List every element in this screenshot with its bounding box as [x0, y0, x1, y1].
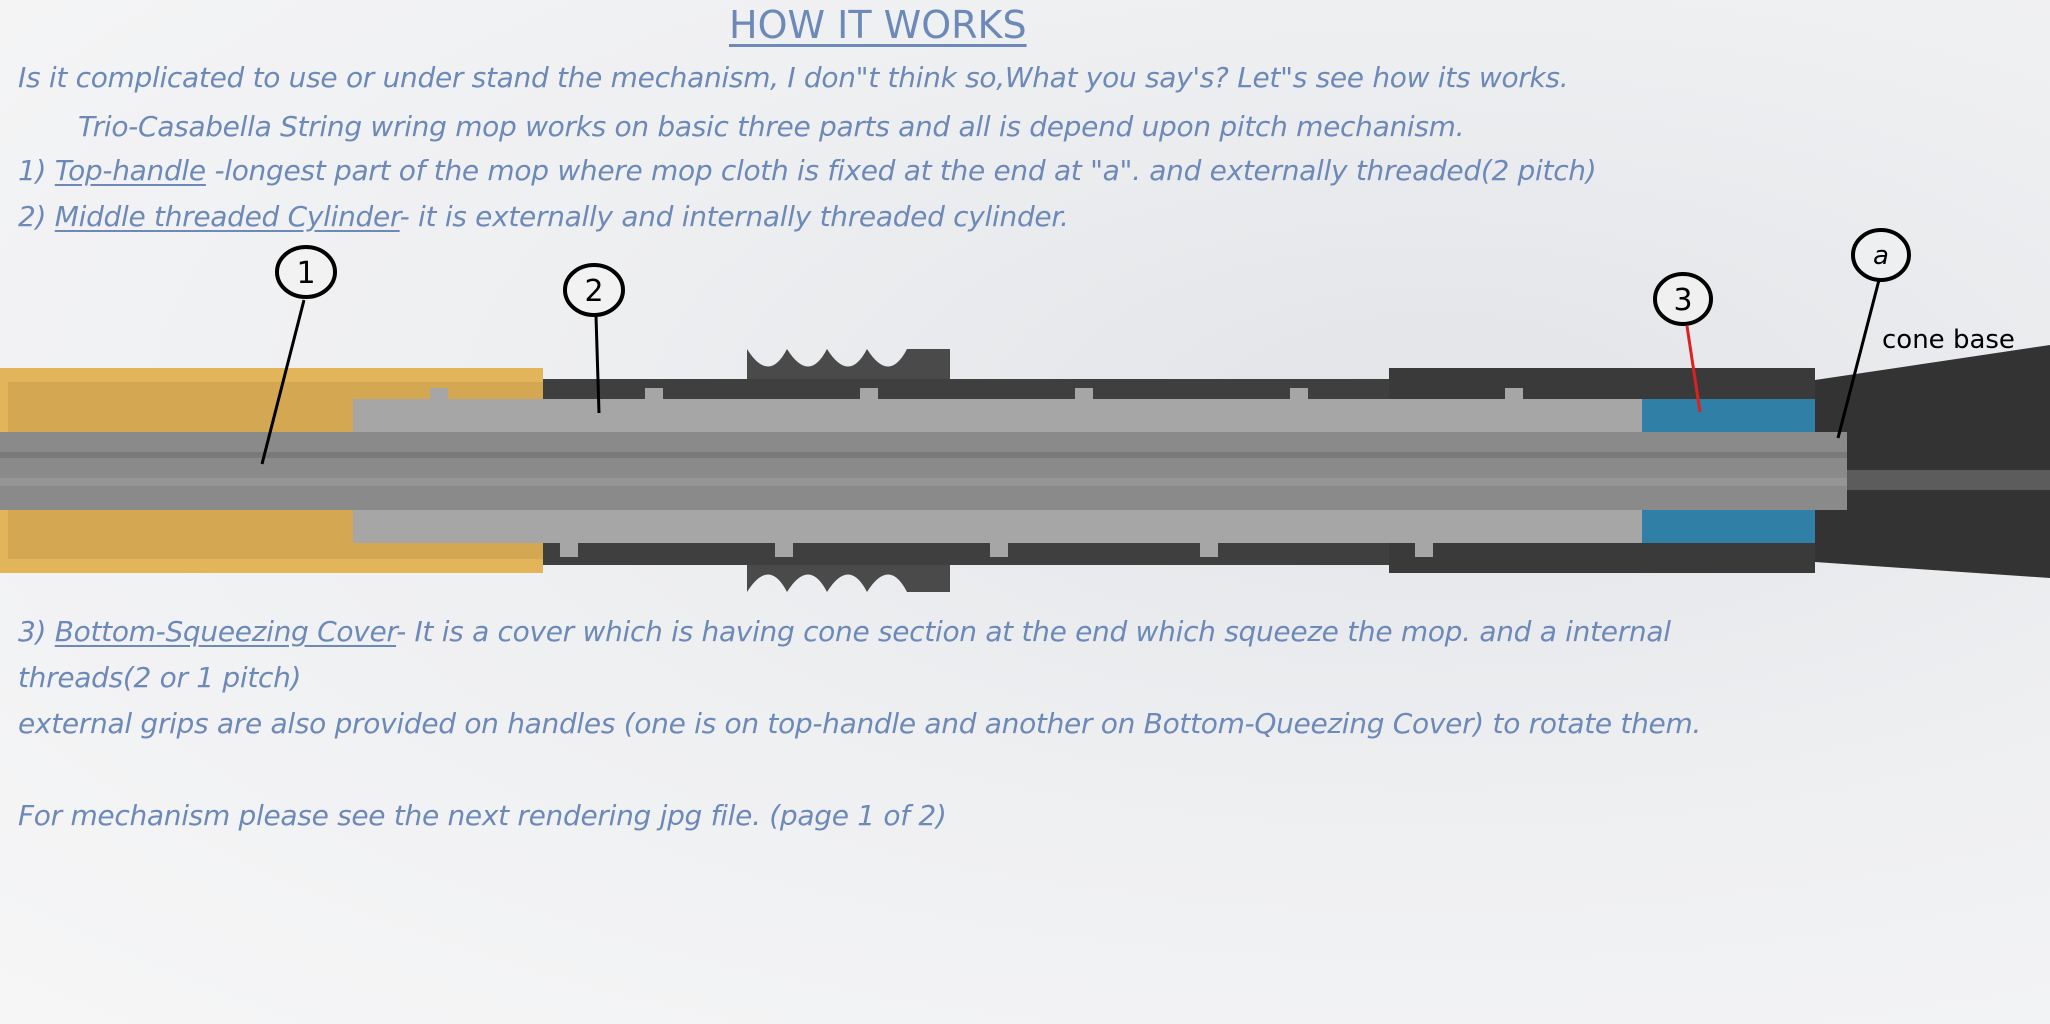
cone-section — [1815, 345, 2050, 578]
part-3-desc-2: threads(2 or 1 pitch) — [18, 661, 302, 694]
callout-3-leader — [1685, 325, 1702, 413]
cone-stripe — [1847, 470, 2050, 490]
part-3-name: Bottom-Squeezing Cover — [54, 615, 397, 648]
callout-3-label: 3 — [1673, 283, 1692, 318]
top-handle-rod — [0, 432, 1847, 510]
callout-2-leader — [594, 315, 601, 414]
callout-3-circle — [1653, 272, 1713, 326]
callout-a-leader — [1836, 279, 1881, 439]
callout-2-label: 2 — [584, 274, 603, 309]
part-2-number: 2) — [18, 200, 47, 233]
callout-a-label: a — [1873, 241, 1889, 271]
grips-note: external grips are also provided on hand… — [18, 707, 1702, 740]
footer-note: For mechanism please see the next render… — [18, 799, 947, 832]
part-3-line: 3) Bottom-Squeezing Cover- It is a cover… — [18, 615, 1671, 649]
rod-highlight — [0, 478, 1847, 486]
page-title: HOW IT WORKS — [729, 3, 1027, 47]
callout-a-circle — [1851, 228, 1911, 282]
callout-1-circle — [275, 245, 337, 299]
part-3-number: 3) — [18, 615, 47, 648]
rod-groove — [0, 452, 1847, 458]
part-1-line: 1) Top-handle -longest part of the mop w… — [18, 154, 1597, 188]
part-3-desc: - It is a cover which is having cone sec… — [396, 615, 1671, 648]
part-2-name: Middle threaded Cylinder — [54, 200, 400, 233]
grip-top — [747, 349, 950, 379]
grip-bottom — [747, 565, 950, 592]
callout-1-leader — [260, 299, 306, 465]
part-1-number: 1) — [18, 154, 47, 187]
part-2-desc: - it is externally and internally thread… — [399, 200, 1069, 233]
part-1-name: Top-handle — [54, 154, 206, 187]
cylinder-threads — [430, 388, 1523, 557]
callout-2-circle — [563, 263, 625, 317]
intro-text-2: Trio-Casabella String wring mop works on… — [78, 110, 1465, 143]
part-1-desc: -longest part of the mop where mop cloth… — [205, 154, 1597, 187]
callout-1-label: 1 — [296, 256, 315, 291]
part-2-line: 2) Middle threaded Cylinder- it is exter… — [18, 200, 1069, 234]
intro-text: Is it complicated to use or under stand … — [18, 61, 1569, 94]
cone-base-label: cone base — [1882, 325, 2015, 355]
